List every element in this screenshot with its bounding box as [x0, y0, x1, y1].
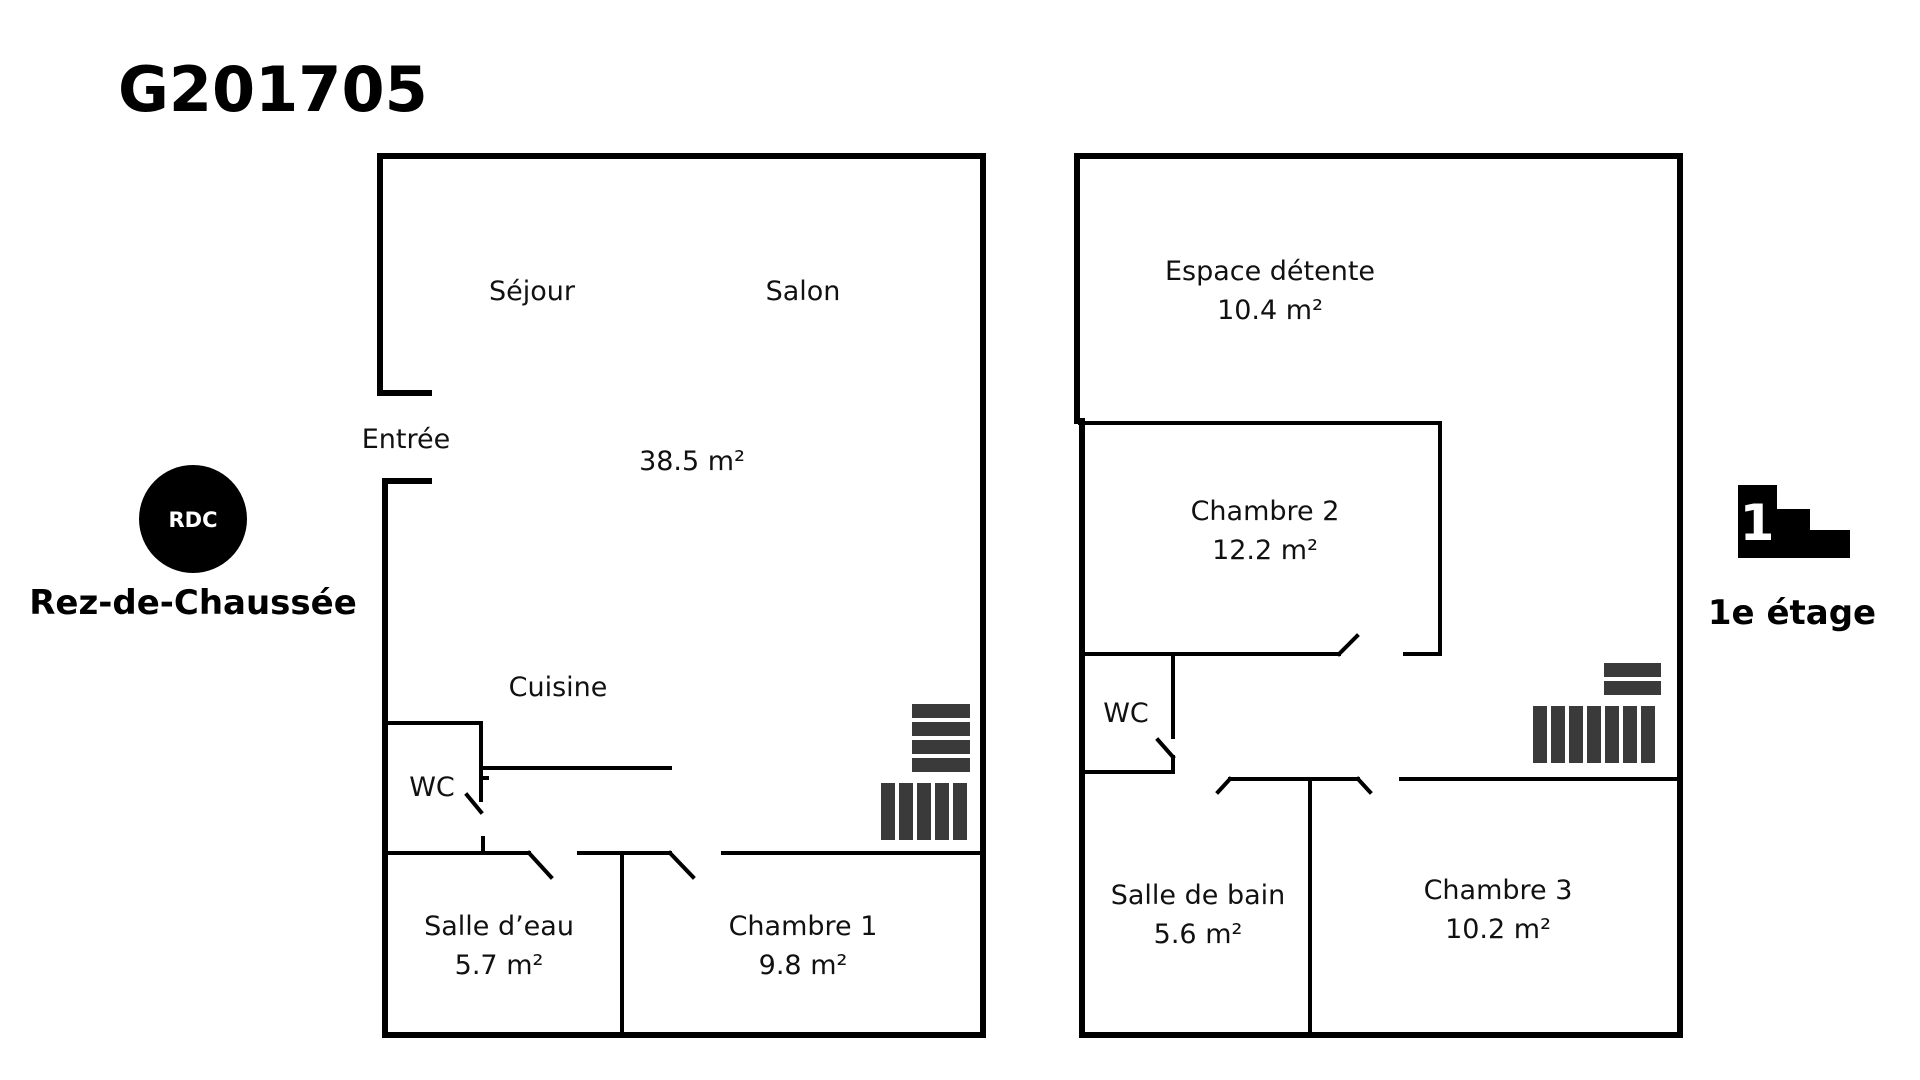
room-chambre-1: Chambre 1 — [729, 911, 878, 942]
rdc-badge-text: RDC — [168, 508, 217, 532]
first-floor-label: 1e étage — [1708, 593, 1876, 633]
ground-floor-stairs — [881, 704, 970, 840]
room-espace-detente: Espace détente — [1165, 256, 1375, 287]
room-salle-de-bain: Salle de bain — [1111, 880, 1286, 911]
chambre-1-area: 9.8 m² — [759, 950, 848, 981]
salle-de-bain-area: 5.6 m² — [1154, 919, 1243, 950]
room-entree: Entrée — [362, 424, 451, 455]
room-salon: Salon — [766, 276, 841, 307]
living-area: 38.5 m² — [639, 446, 745, 477]
room-sejour: Séjour — [489, 276, 576, 307]
room-cuisine: Cuisine — [509, 672, 608, 703]
room-chambre-2: Chambre 2 — [1191, 496, 1340, 527]
chambre-2-area: 12.2 m² — [1212, 535, 1318, 566]
salle-eau-area: 5.7 m² — [455, 950, 544, 981]
first-floor-stairs — [1533, 663, 1661, 763]
room-chambre-3: Chambre 3 — [1424, 875, 1573, 906]
chambre-3-area: 10.2 m² — [1445, 914, 1551, 945]
room-salle-eau: Salle d’eau — [424, 911, 574, 942]
espace-detente-area: 10.4 m² — [1217, 295, 1323, 326]
room-wc-ground: WC — [409, 772, 455, 803]
ground-floor-label: Rez-de-Chaussée — [29, 583, 357, 623]
first-floor-icon — [1738, 485, 1850, 558]
first-floor-walls — [1074, 153, 1683, 1038]
room-wc-first: WC — [1103, 698, 1149, 729]
plan-reference: G201705 — [118, 53, 428, 126]
rdc-badge — [139, 465, 247, 573]
ground-floor-walls — [377, 153, 986, 1038]
first-floor-number: 1 — [1740, 494, 1775, 552]
